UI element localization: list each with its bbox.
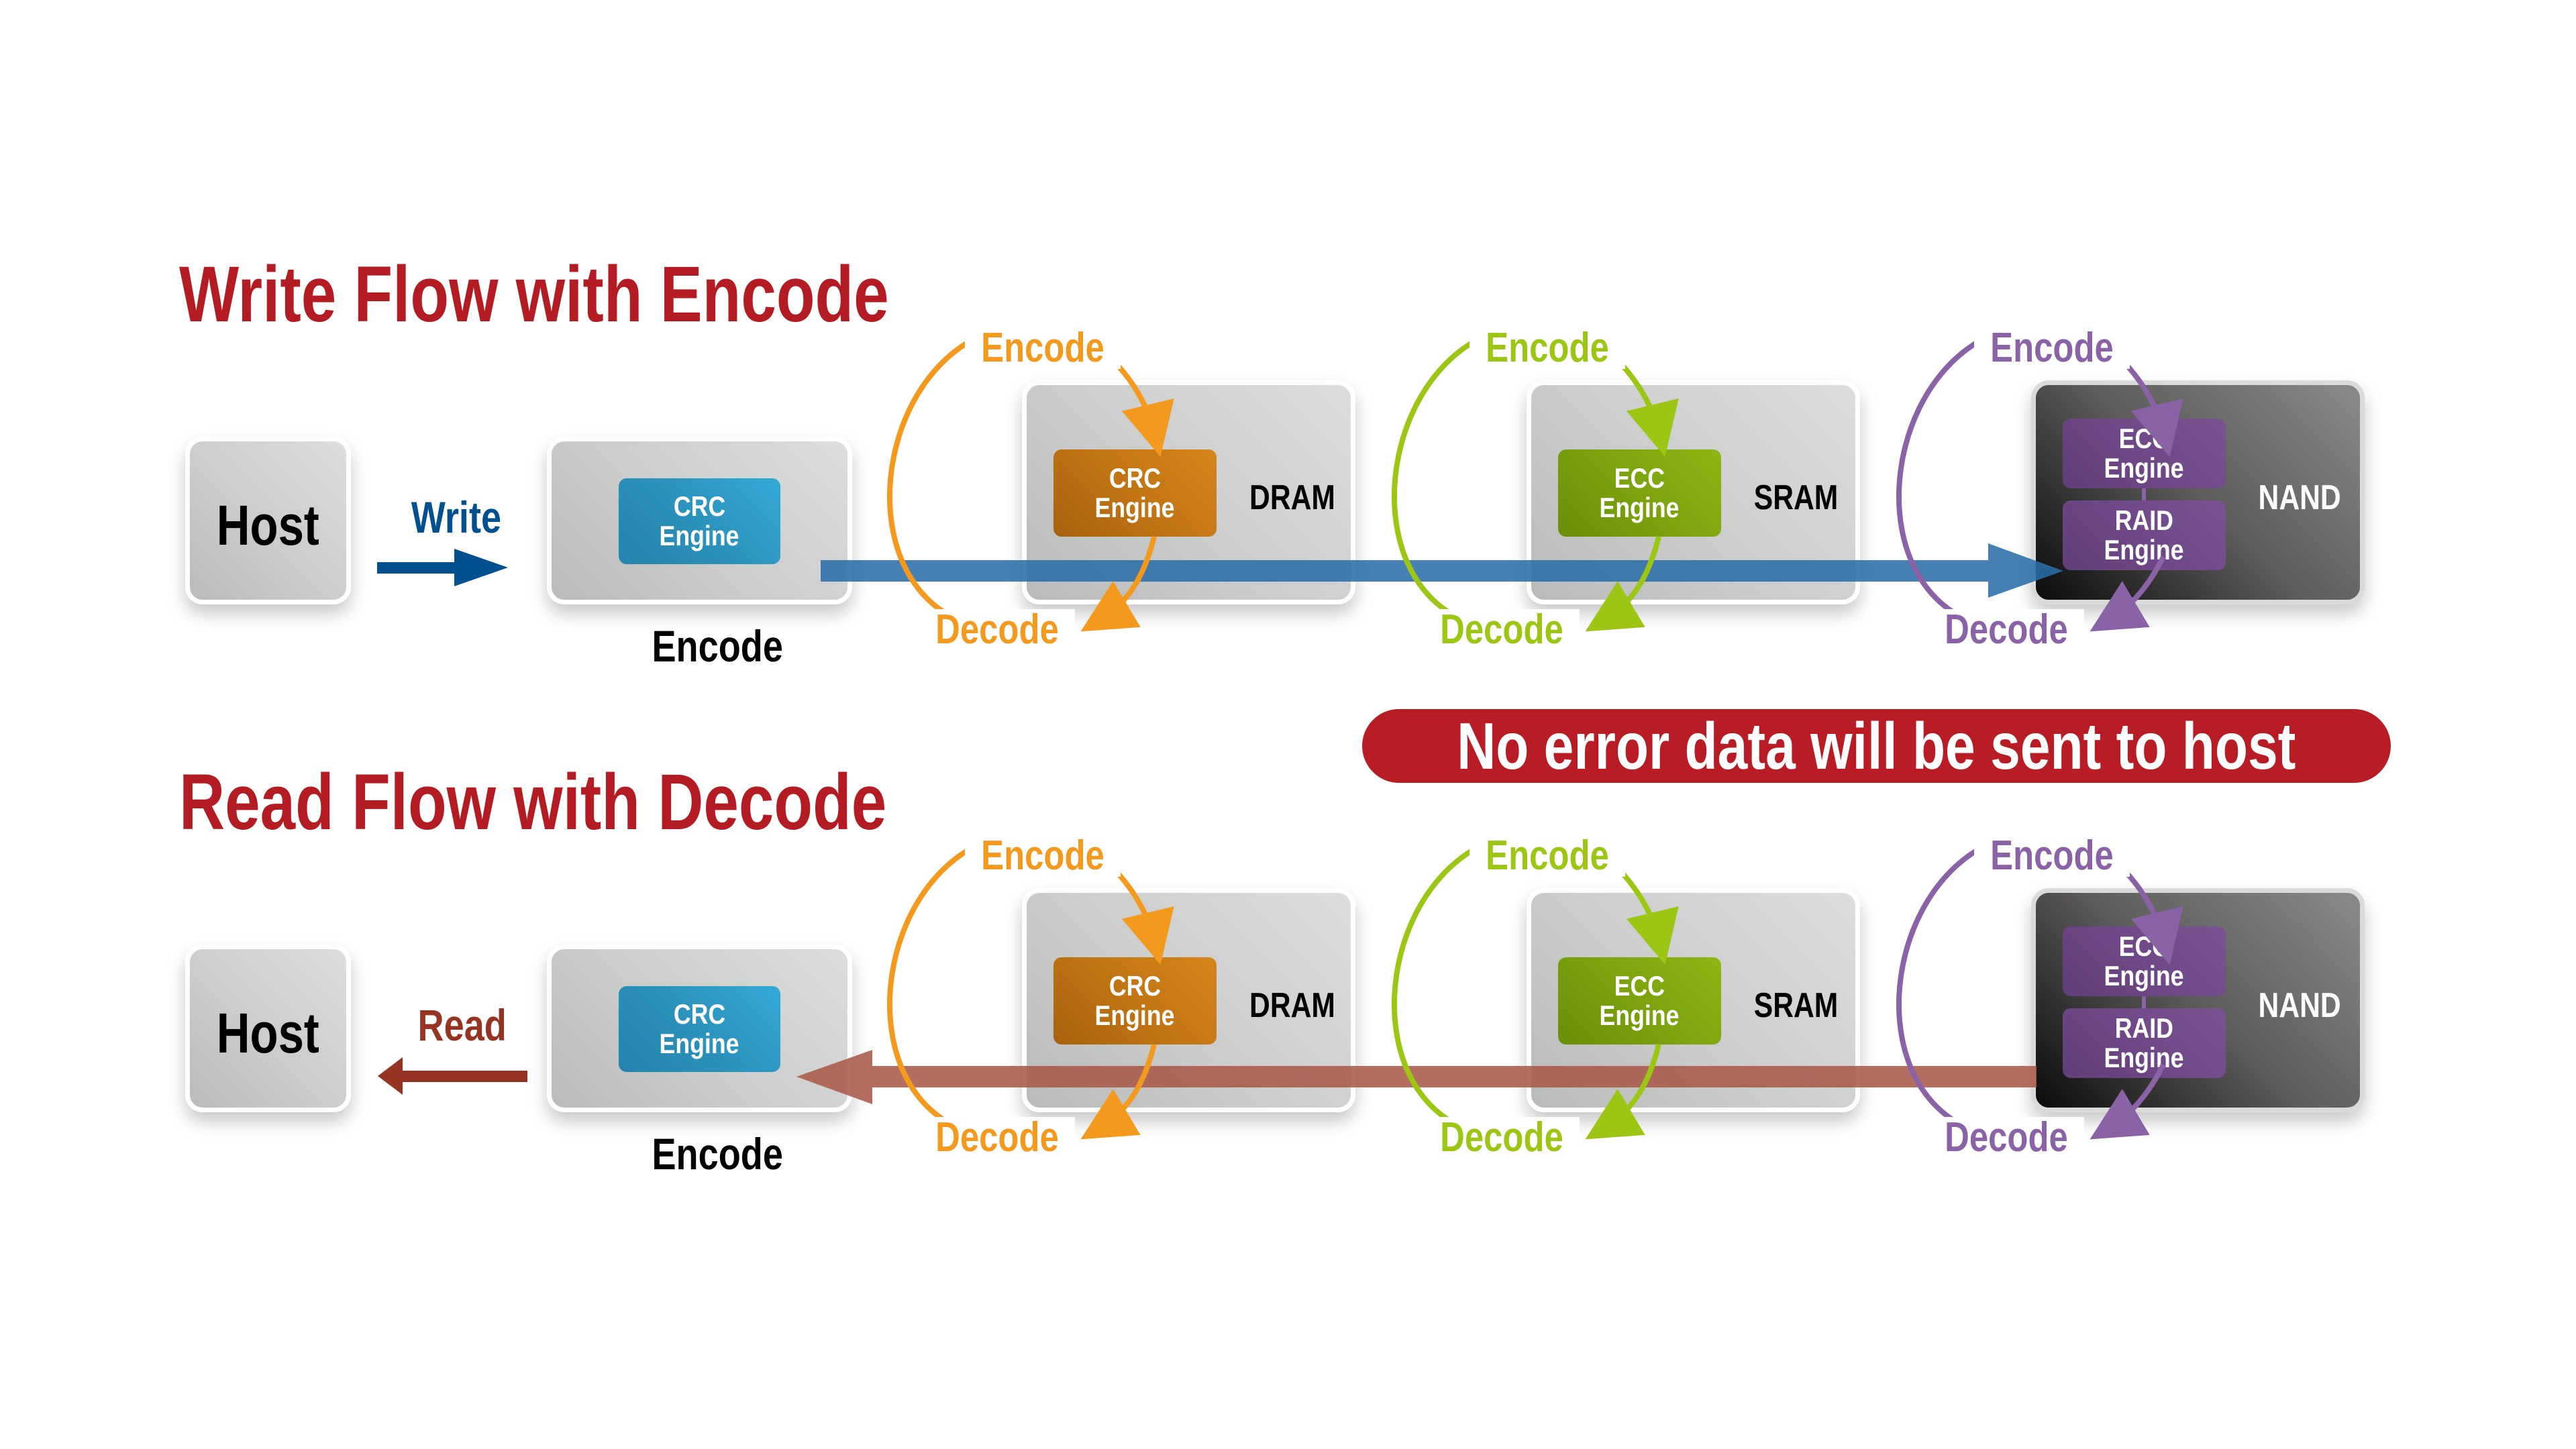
write-sram-encode-label: Encode bbox=[1470, 327, 1625, 369]
write-dram-decode-label: Decode bbox=[919, 609, 1075, 651]
read-dram-label: DRAM bbox=[1249, 986, 1335, 1025]
write-flow-title: Write Flow with Encode bbox=[179, 250, 889, 339]
read-nand-decode-label: Decode bbox=[1928, 1117, 2084, 1159]
write-dram-decode-arrow-icon bbox=[1080, 536, 1157, 632]
read-sram-cycle-arc bbox=[1391, 849, 1473, 1131]
read-dram-decode-label: Decode bbox=[919, 1117, 1075, 1159]
read-nand-cycle-arc bbox=[1896, 849, 1977, 1131]
write-sram-label: SRAM bbox=[1753, 478, 1839, 517]
write-dram-cycle-arc bbox=[886, 341, 968, 623]
write-encode-caption: Encode bbox=[652, 621, 783, 671]
read-flow-title: Read Flow with Decode bbox=[179, 758, 887, 847]
write-nand-cycle-arc bbox=[1896, 341, 1977, 623]
read-dram-cycle-arc bbox=[886, 849, 968, 1131]
write-data-path-arrow bbox=[821, 543, 2063, 598]
write-nand-encode-label: Encode bbox=[1974, 327, 2130, 369]
read-sram-decode-arrow-icon bbox=[1585, 1044, 1661, 1140]
read-sram-encode-label: Encode bbox=[1470, 835, 1625, 877]
write-host-label: Host bbox=[216, 494, 320, 557]
write-nand-decode-label: Decode bbox=[1928, 609, 2084, 651]
write-nand-engine-connector bbox=[2142, 488, 2146, 500]
no-error-callout: No error data will be sent to host bbox=[1362, 709, 2391, 783]
read-sram-decode-label: Decode bbox=[1424, 1117, 1580, 1159]
read-encode-caption: Encode bbox=[652, 1129, 783, 1179]
read-host-box: Host bbox=[185, 945, 351, 1112]
write-sram-decode-arrow-icon bbox=[1585, 536, 1661, 632]
write-sram-decode-label: Decode bbox=[1424, 609, 1580, 651]
read-direction-label: Read bbox=[417, 1000, 507, 1050]
read-nand-label: NAND bbox=[2258, 986, 2341, 1025]
read-dram-encode-label: Encode bbox=[965, 835, 1121, 877]
read-nand-engine-connector bbox=[2142, 996, 2146, 1008]
write-dram-encode-label: Encode bbox=[965, 327, 1121, 369]
read-arrow-icon bbox=[378, 1057, 527, 1095]
read-sram-label: SRAM bbox=[1753, 986, 1839, 1025]
write-sram-cycle-arc bbox=[1391, 341, 1473, 623]
write-nand-label: NAND bbox=[2258, 478, 2341, 517]
write-host-box: Host bbox=[185, 437, 351, 604]
write-nand-decode-arrow-icon bbox=[2090, 555, 2166, 632]
read-nand-decode-arrow-icon bbox=[2090, 1063, 2166, 1140]
write-direction-label: Write bbox=[411, 492, 502, 542]
read-nand-encode-label: Encode bbox=[1974, 835, 2130, 877]
read-data-path-arrow bbox=[796, 1050, 2037, 1104]
write-arrow-icon bbox=[377, 549, 508, 586]
read-dram-decode-arrow-icon bbox=[1080, 1044, 1157, 1140]
read-host-label: Host bbox=[216, 1002, 320, 1065]
write-dram-label: DRAM bbox=[1249, 478, 1335, 517]
